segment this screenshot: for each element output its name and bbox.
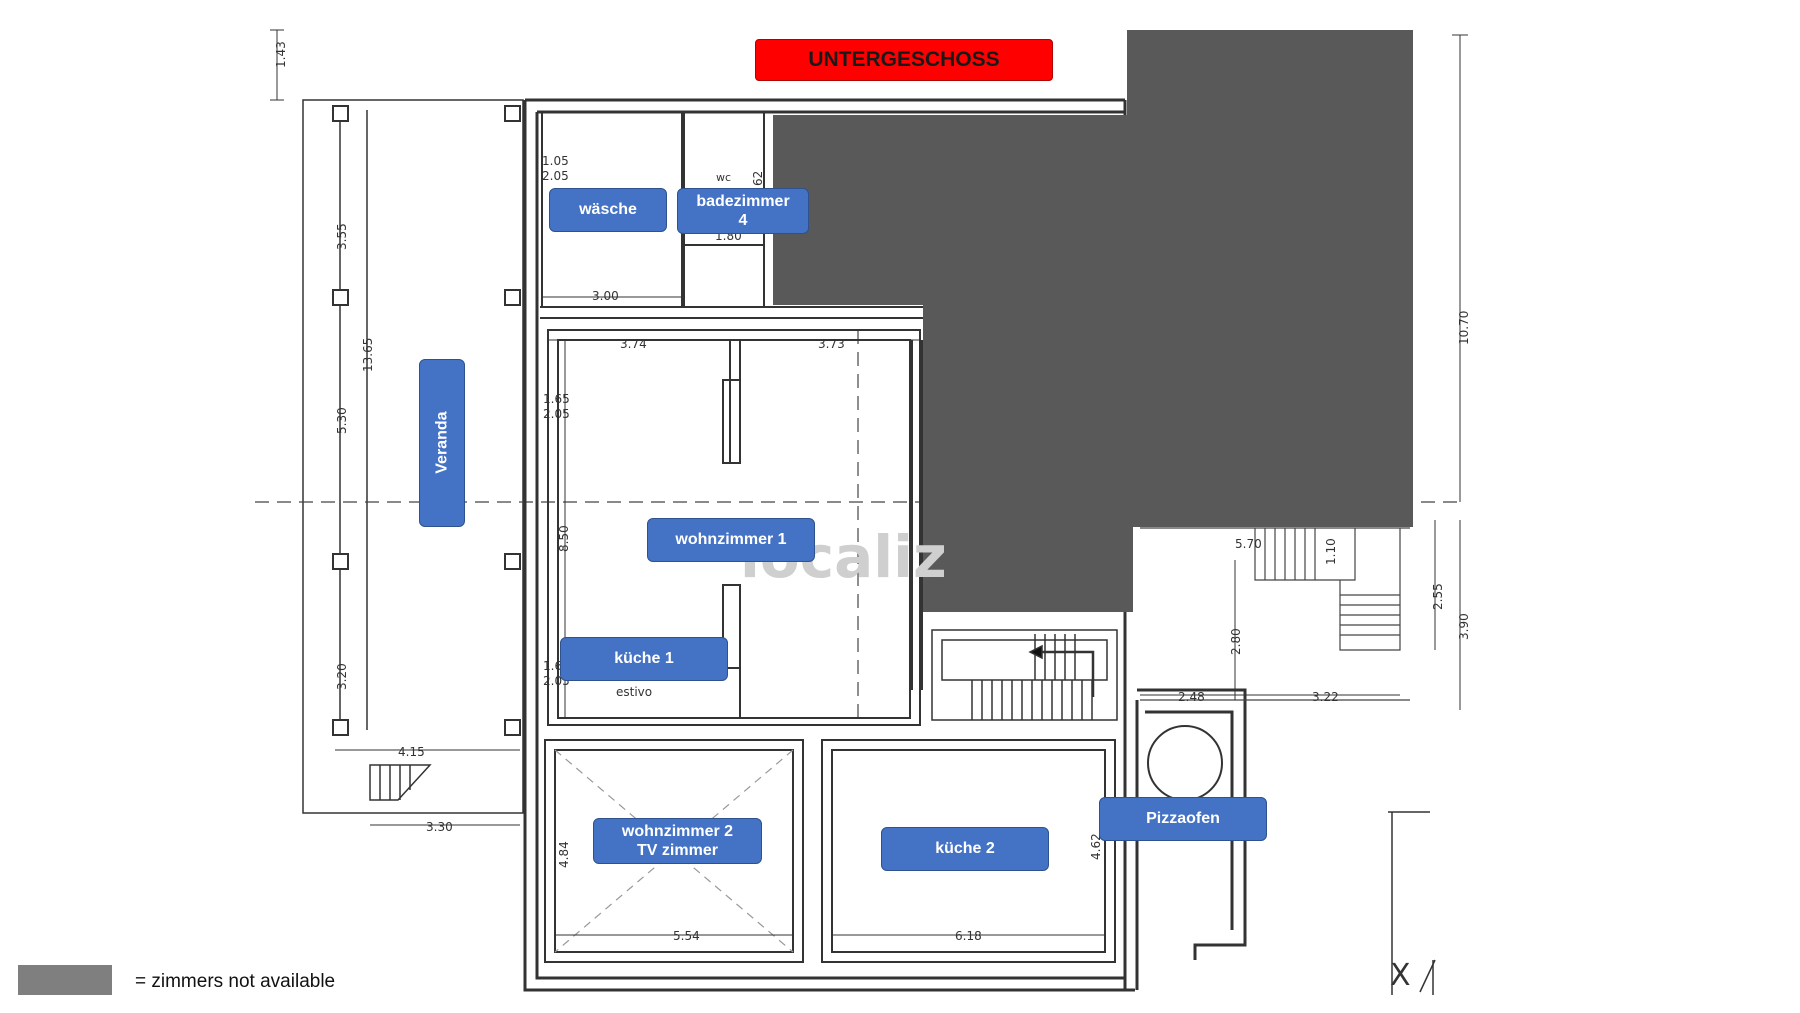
dim-label: 3.55 (335, 223, 349, 250)
dim-label: 3.90 (1457, 613, 1471, 640)
dim-label: 2.55 (1431, 583, 1445, 610)
dim-label: 4.84 (557, 841, 571, 868)
room-label-wohnzimmer-1: wohnzimmer 1 (647, 518, 815, 562)
room-label-kueche-1: küche 1 (560, 637, 728, 681)
dim-label: 3.22 (1312, 690, 1339, 704)
dim-label: 3.30 (426, 820, 453, 834)
room-label-text: wäsche (579, 201, 637, 219)
room-label-pizzaofen: Pizzaofen (1099, 797, 1267, 841)
legend-text: = zimmers not available (135, 971, 336, 992)
veranda-posts (332, 105, 521, 736)
floor-title: UNTERGESCHOSS (755, 39, 1053, 81)
veranda-stair (369, 764, 432, 801)
dim-label: 2.05 (543, 407, 570, 421)
wc-text: wc (716, 171, 731, 184)
room-label-kueche-2: küche 2 (881, 827, 1049, 871)
dim-label: 62 (751, 171, 765, 186)
room-label-text-line2: TV zimmer (637, 842, 718, 859)
dim-label: 13.65 (361, 338, 375, 372)
unavailable-area (773, 30, 1413, 612)
dim-label: 5.54 (673, 929, 700, 943)
room-label-badezimmer-4: badezimmer 4 (677, 188, 809, 234)
compass-mark (1388, 811, 1436, 995)
dim-label: 4.15 (398, 745, 425, 759)
dim-label: 1.65 (543, 392, 570, 406)
stairs (931, 629, 1118, 721)
dim-label: 3.20 (335, 663, 349, 690)
outdoor-stairs (1140, 527, 1410, 701)
room-label-waesche: wäsche (549, 188, 667, 232)
veranda-outline (302, 99, 524, 814)
dim-label: 1.05 (542, 154, 569, 168)
room-label-text-line2: 4 (738, 212, 748, 229)
dim-label: 2.05 (542, 169, 569, 183)
dim-label: 3.73 (818, 337, 845, 351)
dim-label: 5.70 (1235, 537, 1262, 551)
room-label-text: küche 1 (614, 650, 674, 668)
legend-swatch-unavailable (18, 965, 112, 995)
room-label-text: küche 2 (935, 840, 995, 858)
room-label-text: Pizzaofen (1146, 810, 1220, 828)
dimension-labels-vertical: 1.43 3.55 13.65 5.30 3.20 62 8.50 4.84 4… (274, 41, 1471, 868)
dim-label: 2.80 (1229, 628, 1243, 655)
dim-label: 5.30 (335, 407, 349, 434)
room-label-text: Veranda (433, 411, 451, 475)
room-label-text: wohnzimmer 1 (675, 531, 787, 549)
pizza-oven-shape (1147, 725, 1223, 801)
dim-label: 1.6 (543, 659, 562, 673)
compass-letter: X (1390, 958, 1411, 993)
room-label-text-line1: wohnzimmer 2 (621, 822, 734, 840)
dim-label: 3.74 (620, 337, 647, 351)
dim-label: 3.00 (592, 289, 619, 303)
room-label-wohnzimmer-2: wohnzimmer 2 TV zimmer (593, 818, 762, 864)
dim-label: 10.70 (1457, 311, 1471, 345)
dim-label: 1.43 (274, 41, 288, 68)
dim-label: 6.18 (955, 929, 982, 943)
dim-label: 1.10 (1324, 538, 1338, 565)
dimension-lines (270, 29, 1468, 936)
dim-label: 4.62 (1089, 833, 1103, 860)
dim-label: 2.48 (1178, 690, 1205, 704)
room-label-veranda: Veranda (419, 359, 465, 527)
dim-label: 8.50 (557, 525, 571, 552)
room-label-text-line1: badezimmer (696, 192, 790, 210)
estivo-text: estivo (616, 685, 652, 699)
